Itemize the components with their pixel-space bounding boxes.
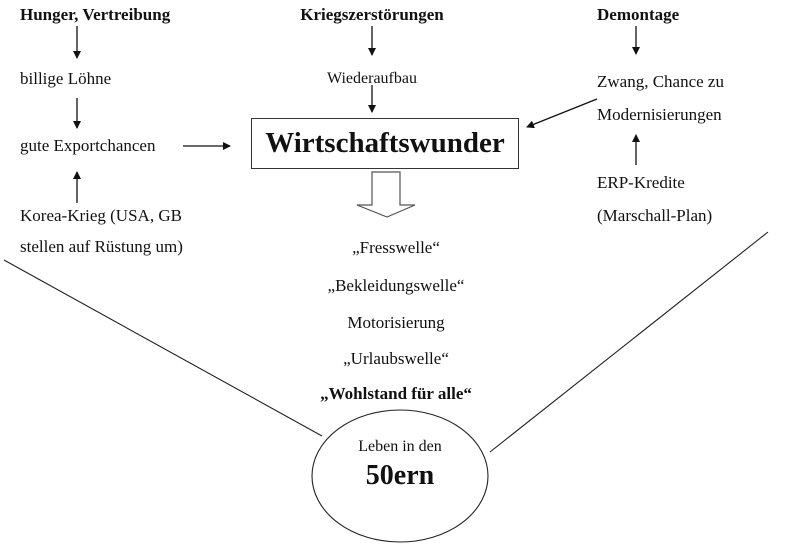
wirtschaftswunder-box: Wirtschaftswunder [251,118,519,169]
label-hunger-vertreibung: Hunger, Vertreibung [20,5,171,24]
label-marschall-plan: (Marschall-Plan) [597,206,713,225]
label-zwang-chance: Zwang, Chance zu [597,72,724,91]
label-erp-kredite: ERP-Kredite [597,173,685,192]
label-demontage: Demontage [597,5,680,24]
result-item-wohlstand: „Wohlstand für alle“ [320,384,472,403]
result-item: „Fresswelle“ [352,238,440,257]
label-billige-loehne: billige Löhne [20,69,112,88]
funnel-line-right [489,231,769,453]
label-wiederaufbau: Wiederaufbau [327,70,417,87]
label-gute-exportchancen: gute Exportchancen [20,136,156,155]
label-wirtschaftswunder: Wirtschaftswunder [265,127,505,159]
arrow-modernisierung-to-wunder [526,98,598,129]
result-item: „Bekleidungswelle“ [327,276,465,295]
label-leben-in-den: Leben in den [358,438,442,455]
funnel-line-left [3,259,323,437]
block-arrow-down [356,171,416,218]
result-item: „Urlaubswelle“ [343,349,449,368]
label-korea-krieg-1: Korea-Krieg (USA, GB [20,206,182,225]
result-item: Motorisierung [347,313,445,332]
life-in-50s-ellipse [311,409,489,543]
label-korea-krieg-2: stellen auf Rüstung um) [20,237,183,256]
label-50ern: 50ern [365,460,435,491]
label-kriegszerstoerungen: Kriegszerstörungen [300,5,444,24]
label-modernisierungen: Modernisierungen [597,105,722,124]
